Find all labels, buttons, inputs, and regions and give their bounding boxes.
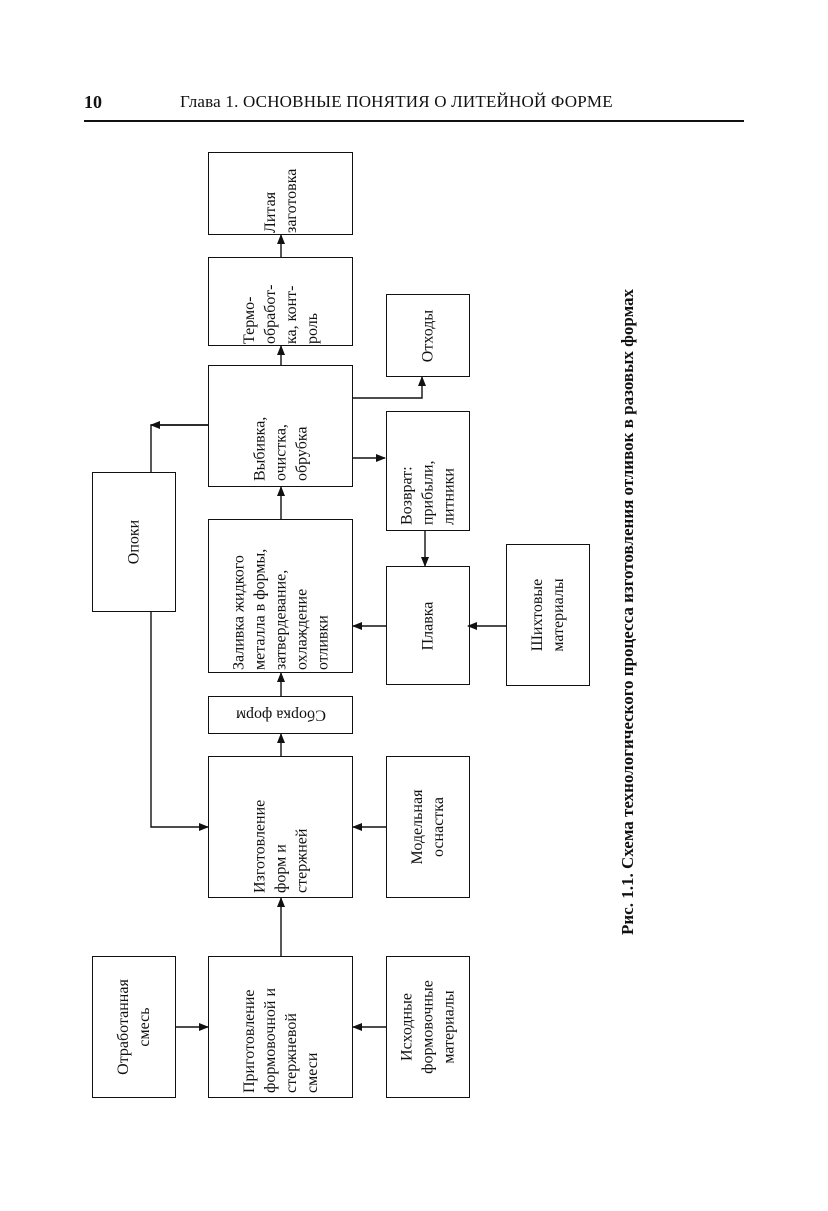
figure-caption: Рис. 1.1. Схема технологического процесс…	[618, 288, 637, 936]
box-waste: Отходы	[386, 294, 470, 377]
arrow-knockout-to-waste	[353, 376, 426, 399]
box-mix-preparation: Приготовление формовочной и стержневой с…	[208, 956, 353, 1098]
box-casting: Литая заготовка	[208, 152, 353, 235]
box-pouring: Заливка жидкого металла в формы, затверд…	[208, 519, 353, 673]
header-rule	[84, 120, 744, 122]
box-used-mix: Отработанная смесь	[92, 956, 176, 1098]
box-knockout: Выбивка, очистка, обрубка	[208, 365, 353, 487]
page-number: 10	[84, 92, 102, 112]
box-source-materials: Исходные формовочные материалы	[386, 956, 470, 1098]
running-title: Глава 1. ОСНОВНЫЕ ПОНЯТИЯ О ЛИТЕЙНОЙ ФОР…	[180, 92, 613, 111]
box-heat-treatment: Термо- обработ- ка, конт- роль	[208, 257, 353, 346]
running-header: 10 Глава 1. ОСНОВНЫЕ ПОНЯТИЯ О ЛИТЕЙНОЙ …	[84, 88, 744, 118]
box-charge-materials: Шихтовые материалы	[506, 544, 590, 686]
box-flasks: Опоки	[92, 472, 176, 612]
box-molding: Изготовление форм и стержней	[208, 756, 353, 898]
box-pattern-tooling: Модельная оснастка	[386, 756, 470, 898]
arrow-knockout-to-flasks	[150, 424, 208, 472]
box-melting: Плавка	[386, 566, 470, 685]
box-return: Возврат: прибыли, литники	[386, 411, 470, 531]
box-mold-assembly: Сборка форм	[208, 696, 353, 734]
arrow-flasks-to-molding	[150, 612, 209, 831]
